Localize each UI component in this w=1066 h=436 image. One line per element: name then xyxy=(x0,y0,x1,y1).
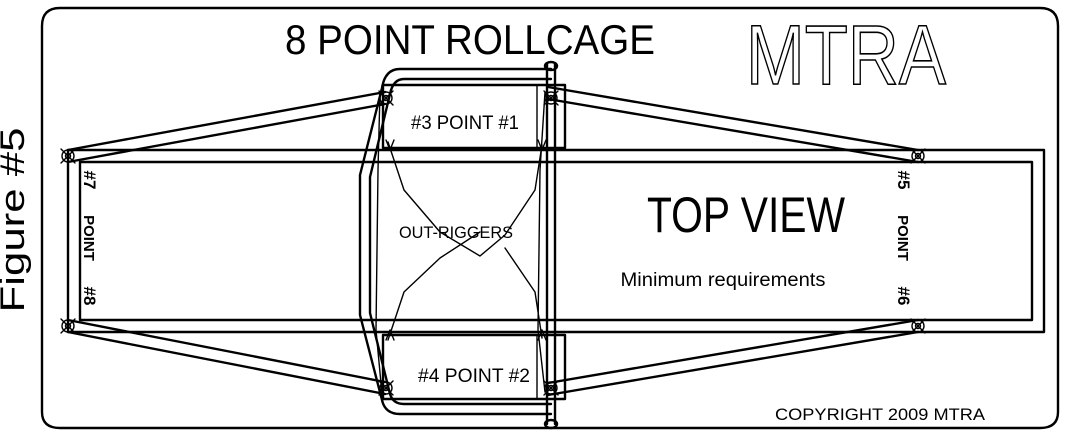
outriggers-label: OUT-RIGGERS xyxy=(399,223,513,242)
right-diagonal-tubes xyxy=(546,85,920,397)
point-8-label: #8 xyxy=(80,287,99,306)
mount-point-3 xyxy=(378,90,394,106)
floor-plates xyxy=(381,83,567,401)
mount-point-7 xyxy=(60,148,76,164)
front-hoop xyxy=(358,67,553,416)
mount-point-5 xyxy=(910,148,926,164)
outrigger-tubes xyxy=(375,91,547,395)
point-word-right: POINT xyxy=(894,215,911,261)
mount-point-4 xyxy=(378,380,394,396)
subtitle: Minimum requirements xyxy=(621,270,826,291)
brand-mark: MTRA xyxy=(746,8,946,102)
mount-point-1 xyxy=(543,90,559,106)
point-3-1-label: #3 POINT #1 xyxy=(411,113,519,134)
view-label: TOP VIEW xyxy=(647,187,846,243)
main-hoop xyxy=(543,60,559,430)
mount-point-markers xyxy=(60,90,926,396)
figure-label: Figure #5 xyxy=(0,128,32,313)
mount-point-2 xyxy=(543,380,559,396)
copyright-label: COPYRIGHT 2009 MTRA xyxy=(775,405,986,424)
mount-point-6 xyxy=(910,318,926,334)
diagram-title: 8 POINT ROLLCAGE xyxy=(285,16,655,63)
point-7-label: #7 xyxy=(80,171,99,190)
mount-point-8 xyxy=(60,318,76,334)
point-5-label: #5 xyxy=(894,171,913,190)
point-4-2-label: #4 POINT #2 xyxy=(418,366,530,387)
left-diagonal-tubes xyxy=(66,90,387,396)
drawing-frame xyxy=(40,6,1060,430)
point-6-label: #6 xyxy=(894,287,913,306)
point-word-left: POINT xyxy=(80,215,97,261)
